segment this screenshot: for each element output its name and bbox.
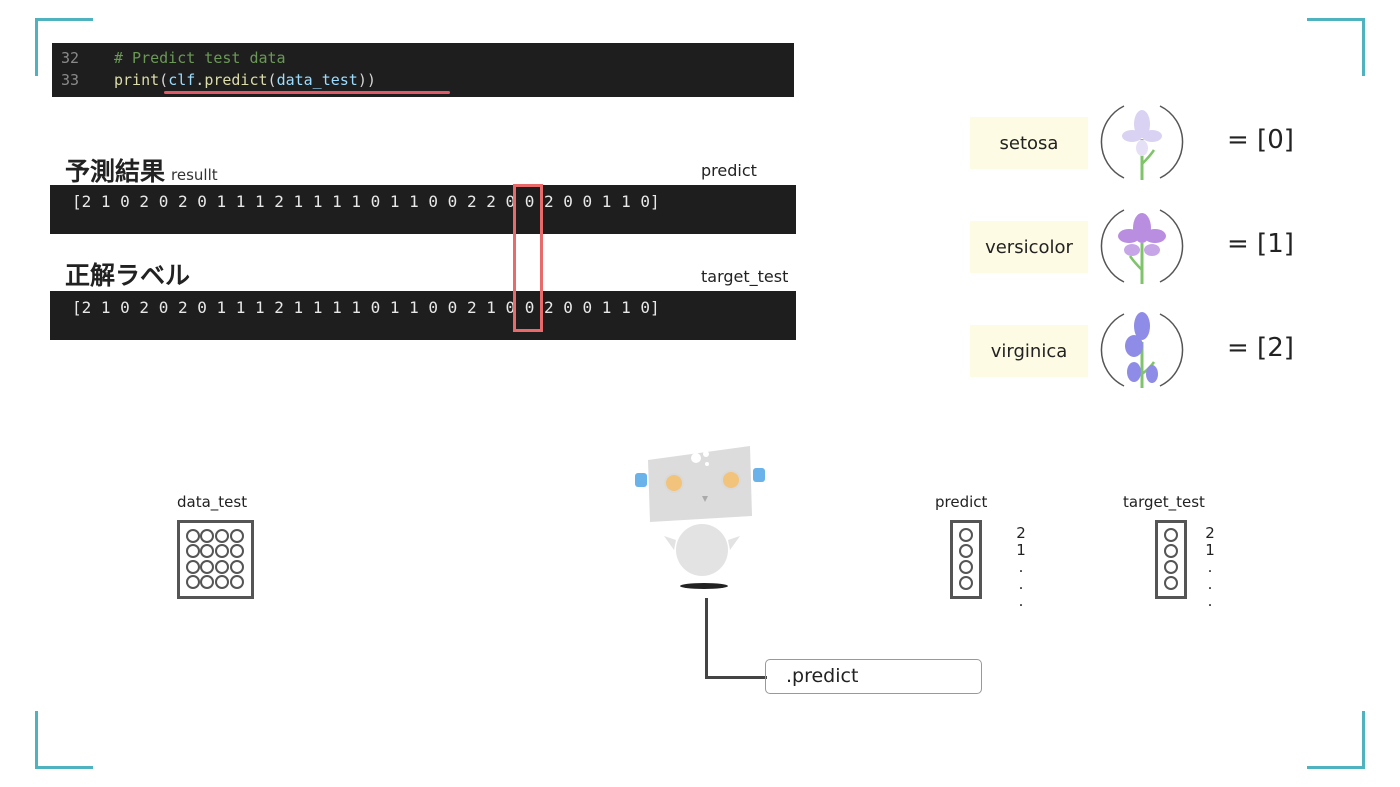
line-number: 33 [61, 71, 80, 89]
code-token: clf [168, 71, 196, 89]
predict-values: 2 1 . . . [1015, 525, 1027, 610]
species-label-versicolor: versicolor [970, 221, 1088, 273]
predict-value: . [1018, 575, 1024, 593]
data-test-label: data_test [177, 493, 248, 511]
label-heading: 正解ラベル [65, 256, 190, 292]
species-code-virginica: = [2] [1227, 333, 1294, 363]
predict-array: [2 1 0 2 0 2 0 1 1 1 2 1 1 1 1 0 1 1 0 0… [50, 185, 796, 234]
predict-value: . [1018, 592, 1024, 610]
predict-value: . [1018, 558, 1024, 576]
code-token: ( [159, 71, 169, 89]
species-code-setosa: = [0] [1227, 125, 1294, 155]
result-title: 予測結果 [65, 157, 166, 186]
virginica-flower-icon [1094, 302, 1190, 402]
target-value: . [1207, 592, 1213, 610]
predict-value: 2 [1016, 524, 1026, 542]
robot-icon [630, 440, 770, 594]
target-value: . [1207, 558, 1213, 576]
corner-bracket-top-left [35, 18, 93, 76]
code-token: . [195, 71, 205, 89]
code-token: ( [267, 71, 277, 89]
predict-output-label: predict [935, 493, 988, 511]
setosa-flower-icon [1094, 94, 1190, 194]
code-highlight-underline [164, 91, 450, 94]
species-label-virginica: virginica [970, 325, 1088, 377]
label-title: 正解ラベル [65, 261, 191, 290]
line-number: 32 [61, 49, 80, 67]
target-output-label: target_test [1123, 493, 1205, 511]
corner-bracket-top-right [1307, 18, 1365, 76]
connector-line-vertical [705, 598, 708, 678]
target-values: 2 1 . . . [1204, 525, 1216, 610]
code-token: predict [204, 71, 268, 89]
code-statement: print(clf.predict(data_test)) [114, 69, 376, 91]
predict-side-label: predict [701, 161, 757, 180]
corner-bracket-bottom-right [1307, 711, 1365, 769]
code-token: print [114, 71, 160, 89]
target-value: . [1207, 575, 1213, 593]
code-line-32: 32 # Predict test data [52, 47, 794, 69]
target-side-label: target_test [701, 267, 789, 286]
connector-line-horizontal [705, 676, 767, 679]
predict-column-icon [950, 520, 982, 603]
result-heading: 予測結果 resullt [65, 152, 218, 188]
code-snippet: 32 # Predict test data 33 print(clf.pred… [52, 43, 794, 97]
target-column-icon [1155, 520, 1187, 603]
code-line-33: 33 print(clf.predict(data_test)) [52, 69, 794, 91]
target-value: 1 [1205, 541, 1215, 559]
code-token: )) [357, 71, 376, 89]
target-array: [2 1 0 2 0 2 0 1 1 1 2 1 1 1 1 0 1 1 0 0… [50, 291, 796, 340]
code-comment: # Predict test data [114, 49, 286, 67]
species-label-setosa: setosa [970, 117, 1088, 169]
result-subtitle: resullt [171, 166, 218, 184]
code-token: data_test [276, 71, 358, 89]
predict-method-box: .predict [765, 659, 982, 694]
corner-bracket-bottom-left [35, 711, 93, 769]
predict-value: 1 [1016, 541, 1026, 559]
data-matrix-icon [177, 520, 254, 603]
species-code-versicolor: = [1] [1227, 229, 1294, 259]
versicolor-flower-icon [1094, 198, 1190, 298]
mismatch-highlight-box [513, 184, 543, 332]
target-value: 2 [1205, 524, 1215, 542]
